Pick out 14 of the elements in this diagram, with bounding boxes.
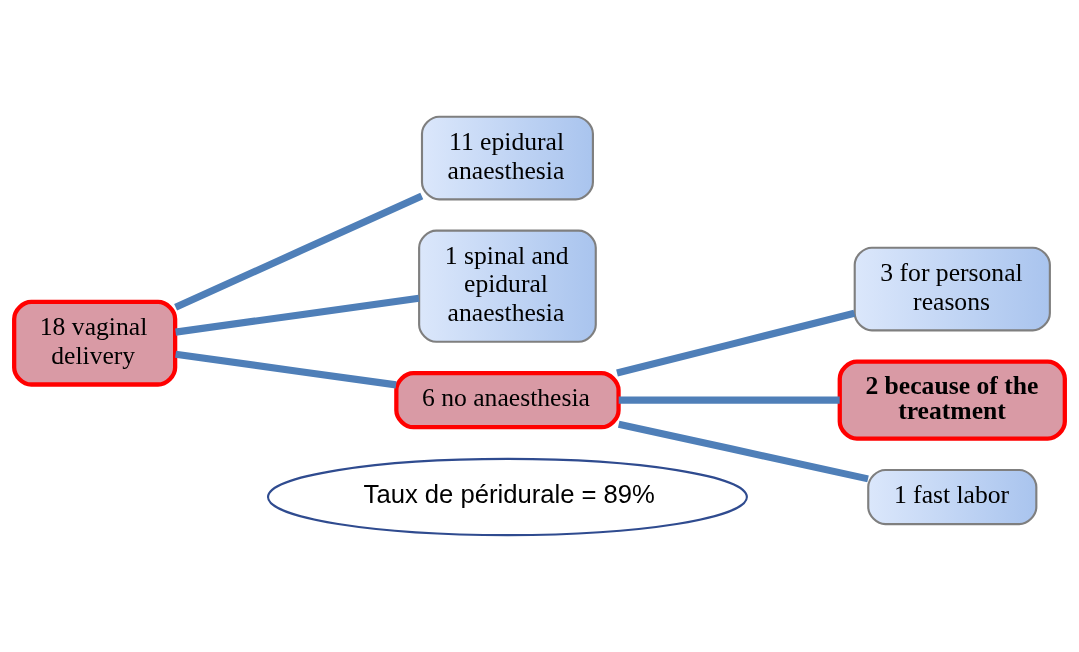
node-box: 6 no anaesthesia	[394, 370, 621, 430]
node-ellipse: Taux de péridurale = 89%	[266, 457, 748, 537]
connector	[175, 350, 397, 389]
node-box: 1 spinal and epidural anaesthesia	[418, 229, 597, 343]
node-box: 3 for personal reasons	[853, 246, 1051, 332]
connector	[175, 294, 420, 336]
node-box: 11 epidural anaesthesia	[420, 115, 594, 201]
connector	[618, 396, 840, 404]
connector	[617, 420, 869, 483]
node-box: 18 vaginal delivery	[12, 299, 178, 387]
connector	[616, 309, 856, 377]
node-box: 1 fast labor	[867, 468, 1038, 526]
node-box: 2 because of the treatment	[837, 359, 1067, 441]
connector	[174, 192, 424, 311]
